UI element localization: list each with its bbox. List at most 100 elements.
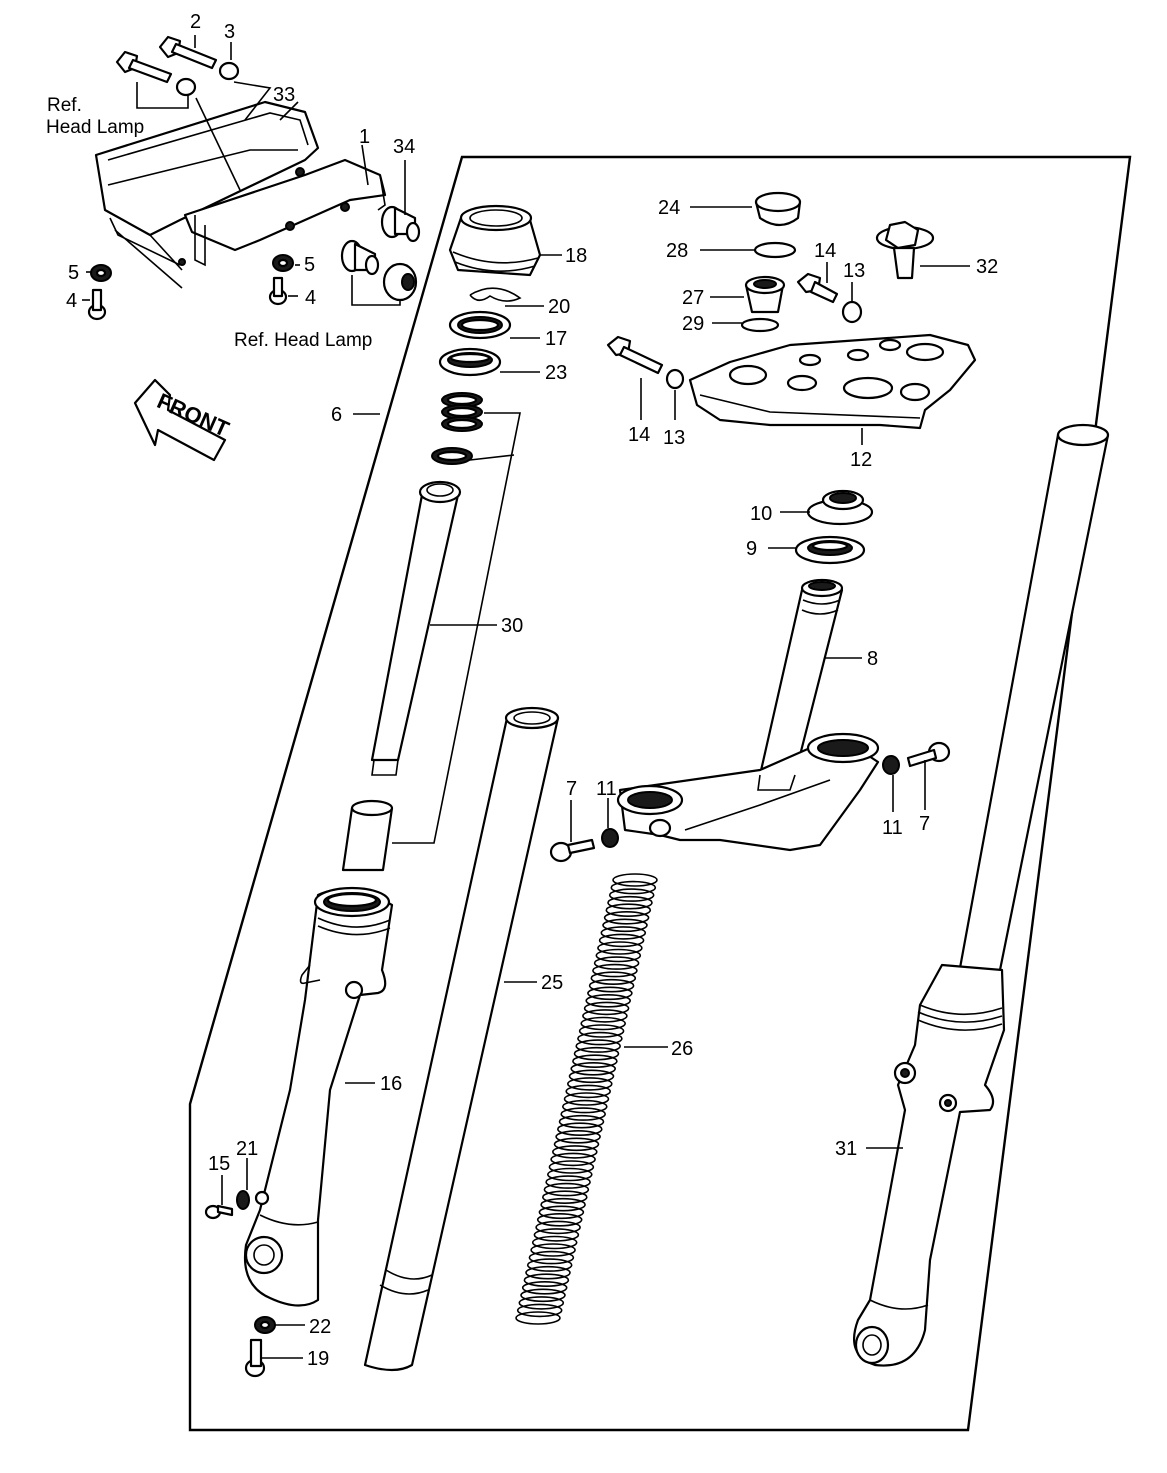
spring-coil xyxy=(531,1235,578,1250)
front-arrow-icon: FRONT xyxy=(133,378,233,462)
gasket-21-icon xyxy=(236,1190,250,1210)
spring-coil xyxy=(521,1281,568,1295)
washer-13b-icon xyxy=(665,368,685,390)
callout-2: 2 xyxy=(190,11,201,33)
washer-22-icon xyxy=(254,1316,276,1334)
spring-coil xyxy=(610,880,657,895)
spring-coil xyxy=(541,1190,588,1204)
callout-23: 23 xyxy=(545,362,567,384)
spring-coil xyxy=(593,956,640,970)
nut-27-icon xyxy=(744,275,786,314)
callout-numbers: 2 3 33 1 34 5 4 5 4 6 18 20 17 23 30 24 … xyxy=(46,11,998,1370)
circlip-20-icon xyxy=(469,287,522,302)
spring-coil xyxy=(546,1167,593,1182)
callout-20: 20 xyxy=(548,296,570,318)
spring-coil xyxy=(588,978,635,993)
callout-5b: 5 xyxy=(304,254,315,276)
callout-9: 9 xyxy=(746,538,757,560)
callout-5a: 5 xyxy=(68,262,79,284)
spring-coil xyxy=(530,1243,576,1257)
callout-24: 24 xyxy=(658,197,680,219)
spring-coil xyxy=(561,1099,608,1114)
right-fork-31 xyxy=(853,423,1110,1367)
allen-bolt-19-icon xyxy=(244,1338,266,1378)
spring-coil xyxy=(583,1001,630,1016)
callout-8: 8 xyxy=(867,648,878,670)
callout-26: 26 xyxy=(671,1038,693,1060)
callout-4a: 4 xyxy=(66,290,77,312)
callout-19: 19 xyxy=(307,1348,329,1370)
spring-coil xyxy=(523,1273,570,1287)
spring-coil xyxy=(540,1197,586,1212)
spring-coil xyxy=(582,1009,628,1023)
bolt-2-icon xyxy=(115,35,218,84)
callout-33: 33 xyxy=(273,84,295,106)
ref-head-lamp-line2: Head Lamp xyxy=(46,117,144,138)
callout-25: 25 xyxy=(541,972,563,994)
screw-4b-icon xyxy=(268,276,288,306)
grommet-34-icon xyxy=(340,205,421,302)
spring-coil xyxy=(516,1303,563,1318)
callout-13b: 13 xyxy=(663,427,685,449)
spring-coil xyxy=(551,1145,598,1159)
upper-bracket-12 xyxy=(688,333,977,430)
callout-30: 30 xyxy=(501,615,523,637)
drain-screw-15-icon xyxy=(204,1204,234,1220)
callout-7b: 7 xyxy=(919,813,930,835)
spring-coil xyxy=(535,1220,581,1235)
spring-coil xyxy=(587,986,633,1001)
ring-23 xyxy=(438,347,502,377)
spring-coil xyxy=(600,926,647,940)
race-9-icon xyxy=(794,535,866,565)
spring-coil xyxy=(548,1160,595,1174)
callout-18: 18 xyxy=(565,245,587,267)
spring-coil xyxy=(612,873,658,887)
spring-coil xyxy=(605,903,652,918)
stem-bolt-32-icon xyxy=(875,220,935,280)
bracket-1 xyxy=(178,158,387,267)
left-inner-parts xyxy=(341,204,542,872)
spring-coil xyxy=(563,1092,610,1106)
washer-11-icon xyxy=(601,828,619,848)
clamp-bolt-7-icon xyxy=(549,838,596,863)
spring-coil xyxy=(590,971,637,986)
bolt-14-icon xyxy=(796,272,839,304)
spring-coil xyxy=(555,1130,601,1144)
spring-coil xyxy=(572,1054,618,1068)
spring-coil xyxy=(526,1258,573,1272)
callout-14a: 14 xyxy=(814,240,836,262)
spring-coil xyxy=(520,1288,566,1303)
callout-1: 1 xyxy=(359,126,370,148)
callout-27: 27 xyxy=(682,287,704,309)
spring-coil xyxy=(558,1114,605,1129)
race-10-icon xyxy=(806,489,874,526)
spring-coil xyxy=(538,1205,585,1220)
spring-coil xyxy=(570,1062,617,1076)
callout-7a: 7 xyxy=(566,778,577,800)
spring-coil xyxy=(543,1182,590,1197)
ref-head-lamp-bottom: Ref. Head Lamp xyxy=(234,330,372,351)
spring-coil xyxy=(573,1046,620,1061)
spring-coil xyxy=(533,1228,580,1242)
stem-bracket-8 xyxy=(616,578,880,852)
left-outer-tube-16 xyxy=(244,886,394,1307)
spring-coil xyxy=(525,1265,571,1280)
spring-coil xyxy=(566,1077,613,1091)
washer-3-icon xyxy=(218,61,240,81)
callout-32: 32 xyxy=(976,256,998,278)
washer-29-icon xyxy=(740,317,780,333)
callout-14b: 14 xyxy=(628,424,650,446)
spring-coil xyxy=(585,993,632,1008)
spring-coil xyxy=(575,1039,622,1053)
callout-29: 29 xyxy=(682,313,704,335)
collar-icon xyxy=(341,799,394,872)
callout-11a: 11 xyxy=(596,778,617,800)
callout-10: 10 xyxy=(750,503,772,525)
spring-coil xyxy=(598,933,645,948)
callout-22: 22 xyxy=(309,1316,331,1338)
spring-coil xyxy=(515,1311,561,1325)
cap-24-icon xyxy=(754,191,802,227)
spring-coil xyxy=(578,1024,625,1038)
ref-head-lamp-line1: Ref. xyxy=(47,95,82,116)
callout-21: 21 xyxy=(236,1138,258,1160)
